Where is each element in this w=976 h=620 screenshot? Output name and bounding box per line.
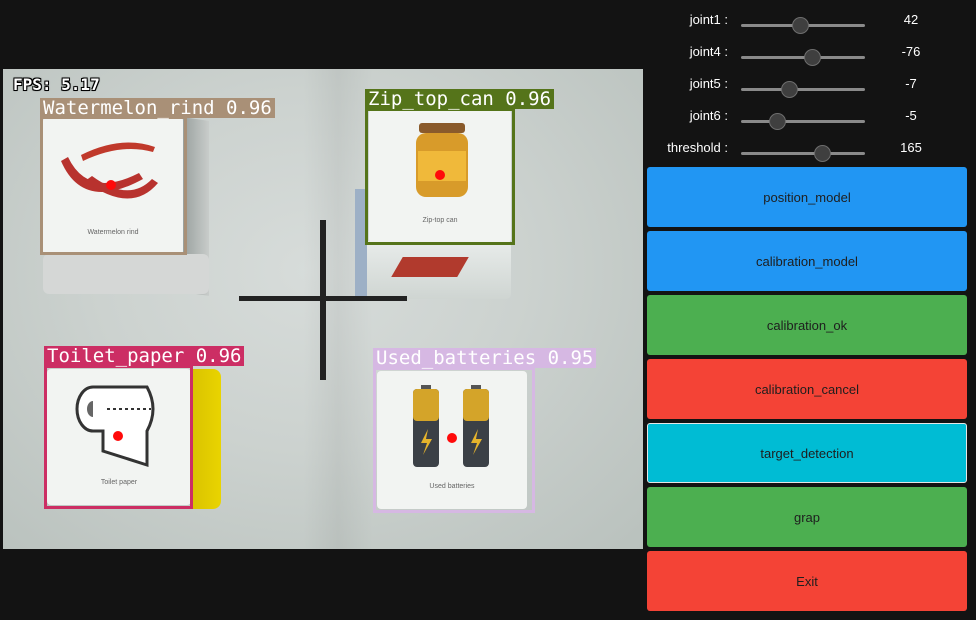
detection-label-toilet-paper: Toilet_paper 0.96 (44, 346, 245, 366)
slider-joint4: joint4 : -76 (644, 37, 976, 69)
cube-bottom-watermelon (43, 254, 209, 294)
detection-label-watermelon-rind: Watermelon_rind 0.96 (40, 98, 275, 118)
fps-counter: FPS: 5.17 (13, 75, 100, 94)
calibration-cancel-button[interactable]: calibration_cancel (647, 359, 967, 419)
slider-joint4-label: joint4 : (689, 44, 728, 59)
slider-joint6-handle[interactable] (769, 113, 786, 130)
calibration-model-button[interactable]: calibration_model (647, 231, 967, 291)
control-panel: joint1 : 42 joint4 : -76 joint5 : -7 joi… (644, 0, 976, 620)
toilet-paper-icon (75, 385, 155, 468)
detection-box-zip-top-can (365, 108, 515, 245)
slider-threshold-track[interactable] (741, 152, 865, 155)
slider-joint4-track[interactable] (741, 56, 865, 59)
watermelon-card: Watermelon rind (43, 117, 183, 255)
slider-joint6-label: joint6 : (689, 108, 728, 123)
slider-joint4-value: -76 (901, 44, 921, 59)
detection-center-watermelon-rind (106, 180, 116, 190)
slider-threshold-value: 165 (900, 140, 922, 155)
slider-joint5-handle[interactable] (781, 81, 798, 98)
batteries-icon (413, 385, 489, 467)
slider-joint5-track[interactable] (741, 88, 865, 91)
target-detection-button[interactable]: target_detection (647, 423, 967, 483)
slider-joint5-label: joint5 : (689, 76, 728, 91)
can-book-icon (391, 257, 469, 277)
grap-button[interactable]: grap (647, 487, 967, 547)
detection-box-toilet-paper (44, 365, 193, 509)
slider-joint1-value: 42 (903, 12, 919, 27)
detection-box-used-batteries (373, 367, 535, 513)
watermelon-rind-icon (61, 142, 158, 199)
camera-feed: Watermelon rind Zip-top can Toilet paper (3, 69, 643, 549)
detection-center-used-batteries (447, 433, 457, 443)
slider-joint6-track[interactable] (741, 120, 865, 123)
slider-threshold: threshold : 165 (644, 133, 976, 165)
detection-label-zip-top-can: Zip_top_can 0.96 (365, 89, 555, 109)
exit-button[interactable]: Exit (647, 551, 967, 611)
crosshair-vertical (320, 220, 326, 380)
detection-center-toilet-paper (113, 431, 123, 441)
slider-threshold-handle[interactable] (814, 145, 831, 162)
cube-side-toilet (191, 369, 221, 509)
table-shadow (303, 69, 373, 549)
slider-threshold-label: threshold : (667, 140, 728, 155)
slider-joint5: joint5 : -7 (644, 69, 976, 101)
slider-joint5-value: -7 (905, 76, 917, 91)
slider-joint6: joint6 : -5 (644, 101, 976, 133)
slider-joint1: joint1 : 42 (644, 5, 976, 37)
cube-side-can (355, 189, 367, 297)
detection-label-used-batteries: Used_batteries 0.95 (373, 348, 597, 368)
detection-center-zip-top-can (435, 170, 445, 180)
slider-joint4-handle[interactable] (804, 49, 821, 66)
used-batteries-card: Used batteries (377, 371, 527, 509)
position-model-button[interactable]: position_model (647, 167, 967, 227)
slider-joint6-value: -5 (905, 108, 917, 123)
slider-joint1-handle[interactable] (792, 17, 809, 34)
calibration-ok-button[interactable]: calibration_ok (647, 295, 967, 355)
slider-joint1-label: joint1 : (689, 12, 728, 27)
